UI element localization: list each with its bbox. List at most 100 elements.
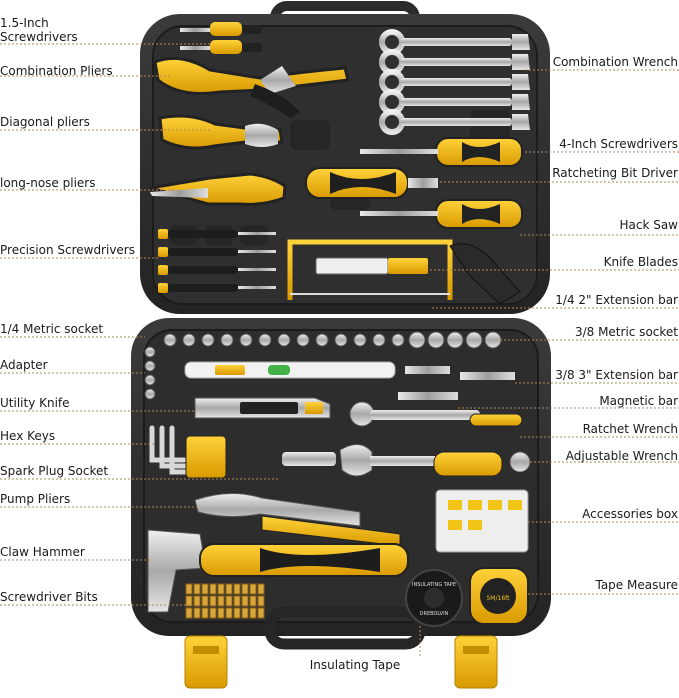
socket [296, 333, 310, 347]
hack-saw [287, 239, 521, 305]
bit [217, 595, 225, 607]
socket [277, 333, 291, 347]
tape-size-text: 5M/16ft [486, 595, 510, 602]
bit [209, 583, 217, 595]
label-utility-knife: Utility Knife [0, 396, 70, 410]
four-inch-screwdrivers [360, 137, 523, 229]
socket [391, 333, 405, 347]
socket [408, 331, 426, 349]
socket [201, 333, 215, 347]
adjustable-wrench [339, 444, 531, 477]
label-adjustable-wrench: Adjustable Wrench [565, 449, 678, 463]
bit [201, 595, 209, 607]
bit [217, 583, 225, 595]
stubby-screwdrivers [180, 22, 262, 54]
label-insulating-tape: Insulating Tape [309, 658, 401, 672]
bit [193, 583, 201, 595]
tape-insulating-text: INSULATING TAPE [412, 582, 456, 588]
label-hack-saw: Hack Saw [619, 218, 678, 232]
socket [182, 333, 196, 347]
bit [249, 595, 257, 607]
label-screwdriver-bits: Screwdriver Bits [0, 590, 98, 604]
label-3-8-metric-socket: 3/8 Metric socket [574, 325, 678, 339]
socket [144, 374, 156, 386]
socket [144, 346, 156, 358]
precision-screwdrivers [158, 229, 276, 293]
magnetic-bar [398, 392, 458, 400]
bit [241, 583, 249, 595]
tape-brand-text: DREBOLVIN [420, 611, 449, 617]
socket [427, 331, 445, 349]
socket [334, 333, 348, 347]
bit [225, 595, 233, 607]
diagonal-pliers [158, 114, 284, 150]
adapter-extension [184, 361, 515, 380]
label-long-nose-pliers: long-nose pliers [0, 176, 96, 190]
bit [233, 595, 241, 607]
label-3-8-3-extension-bar: 3/8 3" Extension bar [555, 368, 678, 382]
combination-pliers [153, 56, 350, 118]
bit [249, 583, 257, 595]
socket [144, 388, 156, 400]
socket [484, 331, 502, 349]
accessories-box [435, 489, 529, 553]
bit [209, 607, 217, 619]
socket [239, 333, 253, 347]
label-combination-wrench: Combination Wrench [552, 55, 678, 69]
socket [144, 360, 156, 372]
label-precision-screwdrivers: Precision Screwdrivers [0, 243, 135, 257]
bit [217, 607, 225, 619]
label-accessories-box: Accessories box [582, 507, 678, 521]
bit [233, 607, 241, 619]
label-hex-keys: Hex Keys [0, 429, 56, 443]
hex-keys [149, 425, 227, 479]
socket [220, 333, 234, 347]
bit [185, 595, 193, 607]
label-tape-measure: Tape Measure [595, 578, 678, 592]
tape-measure: 5M/16ft [469, 567, 529, 625]
long-nose-pliers [149, 172, 287, 206]
bit [185, 583, 193, 595]
bit [193, 595, 201, 607]
bit [249, 607, 257, 619]
bit [241, 607, 249, 619]
socket-row [144, 331, 502, 400]
bit [193, 607, 201, 619]
socket [353, 333, 367, 347]
leader-lines [0, 43, 679, 656]
label-diagonal-pliers: Diagonal pliers [0, 115, 90, 129]
ratcheting-bit-driver [305, 167, 438, 199]
ratchet-wrench [349, 401, 523, 427]
label-spark-plug-socket: Spark Plug Socket [0, 464, 109, 478]
bit [233, 583, 241, 595]
label-ratcheting-bit-driver: Ratcheting Bit Driver [552, 166, 678, 180]
socket [163, 333, 177, 347]
label-1-4-metric-socket: 1/4 Metric socket [0, 322, 104, 336]
bit [257, 595, 265, 607]
bit [201, 583, 209, 595]
socket [258, 333, 272, 347]
bit [209, 595, 217, 607]
bit [241, 595, 249, 607]
spark-plug-socket [282, 452, 336, 466]
label-claw-hammer: Claw Hammer [0, 545, 85, 559]
label-4-inch-screwdrivers: 4-Inch Screwdrivers [559, 137, 678, 151]
label-magnetic-bar: Magnetic bar [599, 394, 678, 408]
bit [257, 583, 265, 595]
bit [185, 607, 193, 619]
label-ratchet-wrench: Ratchet Wrench [582, 422, 678, 436]
label-adapter: Adapter [0, 358, 48, 372]
label-knife-blades: Knife Blades [603, 255, 678, 269]
bit [225, 583, 233, 595]
label-pump-pliers: Pump Pliers [0, 492, 71, 506]
socket [315, 333, 329, 347]
screwdriver-bits [185, 583, 265, 619]
bit [257, 607, 265, 619]
claw-hammer [147, 529, 409, 613]
combination-wrenches [379, 29, 530, 132]
bit [225, 607, 233, 619]
utility-knife [194, 397, 331, 419]
socket [446, 331, 464, 349]
